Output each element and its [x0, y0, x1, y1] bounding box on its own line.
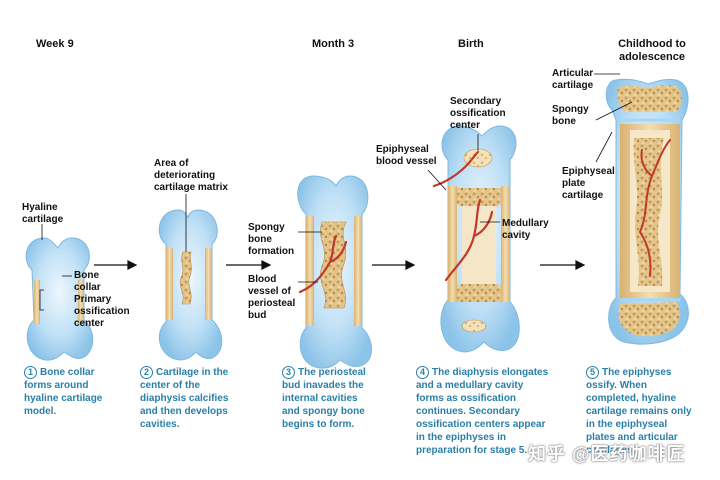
label-epiphyseal-plate-cartilage: Epiphyseal plate cartilage: [562, 166, 615, 201]
label-spongy-bone-formation: Spongy bone formation: [248, 222, 295, 257]
stage-title-birth: Birth: [458, 38, 484, 50]
stage-arrows: [94, 260, 586, 270]
stage-title-childhood: Childhood to adolescence: [618, 38, 686, 63]
label-articular-cartilage: Articular cartilage: [552, 68, 594, 91]
stage-title-month-3: Month 3: [312, 38, 355, 50]
label-deteriorating-matrix: Area of deteriorating cartilage matrix: [154, 158, 228, 193]
label-hyaline-cartilage: Hyaline cartilage: [22, 202, 64, 225]
label-spongy-bone: Spongy bone: [552, 104, 589, 127]
leader-lines: [39, 73, 633, 311]
step-number-2: 2: [140, 366, 153, 379]
watermark: 知乎 @医药咖啡匠: [528, 444, 686, 464]
step-number-4: 4: [416, 366, 429, 379]
step-number-3: 3: [282, 366, 295, 379]
caption-text-1: Bone collar forms around hyaline cartila…: [24, 367, 103, 417]
step-number-5: 5: [586, 366, 599, 379]
label-secondary-ossification-center: Secondary ossification center: [450, 96, 506, 131]
stage-title-week-9: Week 9: [36, 38, 74, 50]
label-periosteal-bud-vessel: Blood vessel of periosteal bud: [248, 274, 296, 321]
caption-text-2: Cartilage in the center of the diaphysis…: [140, 367, 229, 430]
bone-stage-3: [297, 175, 372, 369]
step-number-1: 1: [24, 366, 37, 379]
label-bone-collar: Bone collar: [74, 270, 101, 293]
caption-text-3: The periosteal bud inavades the internal…: [282, 367, 366, 430]
bone-stage-5: [605, 78, 689, 345]
caption-text-4: The diaphysis elongates and a medullary …: [416, 367, 549, 456]
caption-text-5: The epiphyses ossify. When completed, hy…: [586, 367, 692, 456]
label-primary-ossification-center: Primary ossification center: [74, 294, 130, 329]
bone-stage-1: [25, 237, 94, 361]
label-epiphyseal-blood-vessel: Epiphyseal blood vessel: [376, 144, 437, 167]
bone-stage-4: [432, 125, 520, 353]
label-medullary-cavity: Medullary cavity: [502, 218, 549, 241]
bone-stage-2: [158, 209, 223, 361]
